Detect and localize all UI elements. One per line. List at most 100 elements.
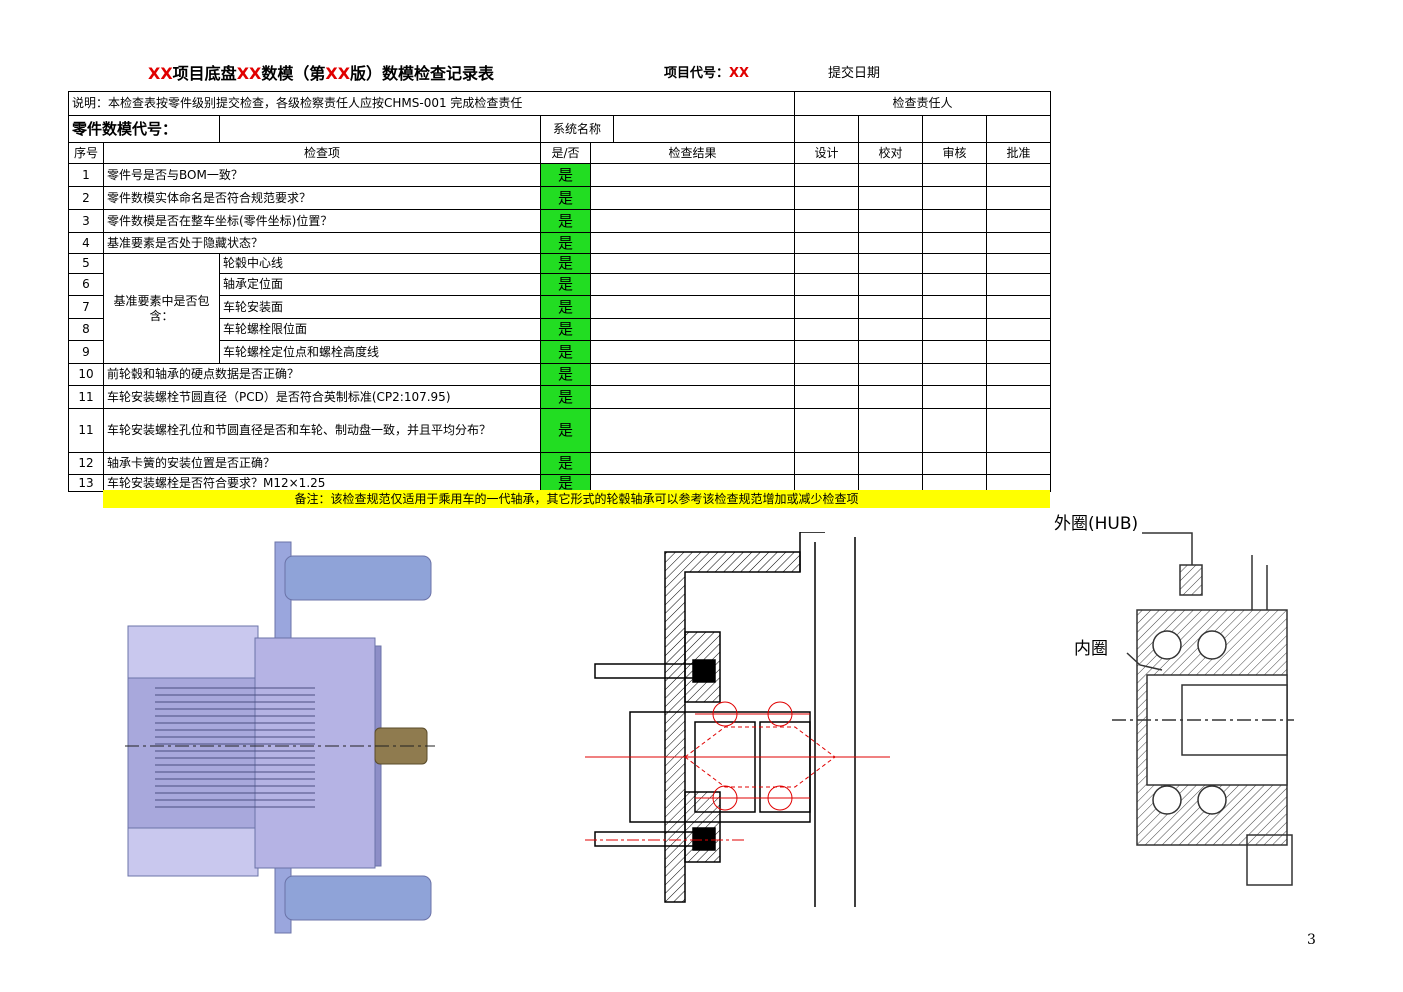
approve-cell[interactable] <box>986 340 1052 364</box>
proof-cell[interactable] <box>858 363 924 386</box>
check-item: 车轮安装螺栓孔位和节圆直径是否和车轮、制动盘一致，并且平均分布？ <box>103 408 541 453</box>
proof-cell[interactable] <box>858 163 924 187</box>
proof-cell[interactable] <box>858 209 924 233</box>
proof-cell[interactable] <box>858 186 924 210</box>
yes-no-cell[interactable]: 是 <box>540 408 591 453</box>
design-cell[interactable] <box>794 295 860 319</box>
approve-cell[interactable] <box>986 295 1052 319</box>
review-cell[interactable] <box>922 385 988 409</box>
result-cell[interactable] <box>589 253 796 274</box>
result-cell[interactable] <box>589 186 796 210</box>
yes-no-cell[interactable]: 是 <box>540 295 591 319</box>
proof-cell[interactable] <box>858 318 924 341</box>
design-cell[interactable] <box>794 232 860 254</box>
review-cell[interactable] <box>922 474 988 492</box>
design-cell[interactable] <box>794 209 860 233</box>
yes-no-cell[interactable]: 是 <box>540 253 591 274</box>
design-cell[interactable] <box>794 186 860 210</box>
design-sign-cell[interactable] <box>794 115 860 143</box>
review-cell[interactable] <box>922 253 988 274</box>
approve-cell[interactable] <box>986 408 1052 453</box>
review-cell[interactable] <box>922 340 988 364</box>
approve-cell[interactable] <box>986 385 1052 409</box>
review-cell[interactable] <box>922 295 988 319</box>
approve-cell[interactable] <box>986 232 1052 254</box>
row-number: 1 <box>68 163 104 187</box>
design-cell[interactable] <box>794 163 860 187</box>
proof-cell[interactable] <box>858 340 924 364</box>
yes-no-cell[interactable]: 是 <box>540 273 591 296</box>
title-part: XX <box>148 64 173 83</box>
review-cell[interactable] <box>922 318 988 341</box>
proof-cell[interactable] <box>858 273 924 296</box>
design-cell[interactable] <box>794 385 860 409</box>
result-cell[interactable] <box>589 408 796 453</box>
result-cell[interactable] <box>589 474 796 492</box>
proof-cell[interactable] <box>858 232 924 254</box>
proof-cell[interactable] <box>858 295 924 319</box>
result-cell[interactable] <box>589 452 796 475</box>
result-cell[interactable] <box>589 385 796 409</box>
yes-no-cell[interactable]: 是 <box>540 385 591 409</box>
yes-no-cell[interactable]: 是 <box>540 452 591 475</box>
design-cell[interactable] <box>794 253 860 274</box>
yes-no-cell[interactable]: 是 <box>540 186 591 210</box>
yes-no-cell[interactable]: 是 <box>540 163 591 187</box>
yes-no-cell[interactable]: 是 <box>540 474 591 492</box>
review-cell[interactable] <box>922 273 988 296</box>
result-cell[interactable] <box>589 340 796 364</box>
approve-cell[interactable] <box>986 363 1052 386</box>
approve-cell[interactable] <box>986 452 1052 475</box>
col-review: 审核 <box>922 142 988 164</box>
yes-no-cell[interactable]: 是 <box>540 318 591 341</box>
result-cell[interactable] <box>589 318 796 341</box>
review-sign-cell[interactable] <box>922 115 988 143</box>
review-cell[interactable] <box>922 209 988 233</box>
result-cell[interactable] <box>589 363 796 386</box>
approve-cell[interactable] <box>986 318 1052 341</box>
result-cell[interactable] <box>589 232 796 254</box>
approve-cell[interactable] <box>986 186 1052 210</box>
yes-no-cell[interactable]: 是 <box>540 209 591 233</box>
proof-cell[interactable] <box>858 253 924 274</box>
review-cell[interactable] <box>922 452 988 475</box>
part-code-value-cell[interactable] <box>219 115 541 143</box>
proof-sign-cell[interactable] <box>858 115 924 143</box>
result-cell[interactable] <box>589 209 796 233</box>
design-cell[interactable] <box>794 273 860 296</box>
yes-no-cell[interactable]: 是 <box>540 232 591 254</box>
result-cell[interactable] <box>589 295 796 319</box>
proof-cell[interactable] <box>858 452 924 475</box>
yes-no-cell[interactable]: 是 <box>540 340 591 364</box>
check-item: 零件数模是否在整车坐标(零件坐标)位置？ <box>103 209 541 233</box>
review-cell[interactable] <box>922 232 988 254</box>
result-cell[interactable] <box>589 163 796 187</box>
yes-no-cell[interactable]: 是 <box>540 363 591 386</box>
approve-cell[interactable] <box>986 209 1052 233</box>
approve-cell[interactable] <box>986 163 1052 187</box>
design-cell[interactable] <box>794 408 860 453</box>
approve-cell[interactable] <box>986 474 1052 492</box>
proof-cell[interactable] <box>858 385 924 409</box>
approve-cell[interactable] <box>986 253 1052 274</box>
result-cell[interactable] <box>589 273 796 296</box>
design-cell[interactable] <box>794 363 860 386</box>
col-result: 检查结果 <box>589 142 796 164</box>
design-cell[interactable] <box>794 340 860 364</box>
review-cell[interactable] <box>922 408 988 453</box>
review-cell[interactable] <box>922 163 988 187</box>
design-cell[interactable] <box>794 452 860 475</box>
review-cell[interactable] <box>922 363 988 386</box>
proof-cell[interactable] <box>858 408 924 453</box>
proof-cell[interactable] <box>858 474 924 492</box>
design-cell[interactable] <box>794 474 860 492</box>
approve-sign-cell[interactable] <box>986 115 1052 143</box>
title-part: 数模（第 <box>261 64 326 83</box>
approve-cell[interactable] <box>986 273 1052 296</box>
design-cell[interactable] <box>794 318 860 341</box>
system-name-label: 系统名称 <box>542 116 614 142</box>
review-cell[interactable] <box>922 186 988 210</box>
